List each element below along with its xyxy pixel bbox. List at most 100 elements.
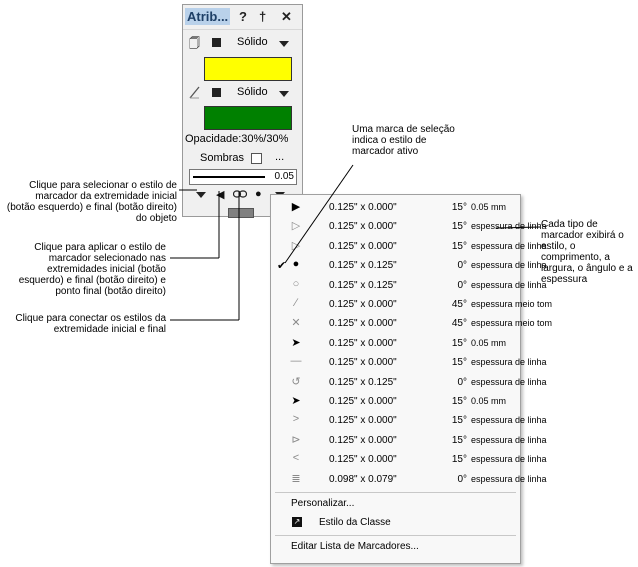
shadows-more-button[interactable]: ... [275, 151, 285, 163]
line-thickness-value: 0.05 [274, 171, 294, 182]
marker-angle: 15° [451, 434, 467, 446]
marker-symbol-icon: ○ [292, 277, 300, 290]
marker-symbol-icon: ↺ [291, 375, 301, 388]
marker-angle: 45° [451, 318, 467, 330]
palette-title: Atrib... [185, 8, 231, 25]
marker-size: 0.125" x 0.000" [329, 396, 397, 407]
menu-separator [275, 492, 516, 493]
selected-check-icon: ✔ [277, 260, 287, 273]
marker-angle: 0° [457, 473, 467, 485]
palette-title-bar: Atrib... ? † ✕ [183, 5, 302, 30]
marker-thickness: espessura de linha [471, 240, 547, 251]
annotation-apply-style: Clique para aplicar o estilo de marcador… [18, 242, 166, 297]
marker-menu-item[interactable]: ▶ 0.125" x 0.000" 15° 0.05 mm [271, 199, 520, 218]
fill-row: 🗍 Sólido [183, 35, 302, 51]
marker-menu-item[interactable]: ▷ 0.125" x 0.000" 15° espessura de linha [271, 218, 547, 237]
fill-style-select[interactable]: Sólido [237, 36, 268, 48]
marker-thickness: espessura de linha [471, 473, 547, 484]
shadows-checkbox[interactable] [251, 153, 262, 164]
marker-size: 0.125" x 0.000" [329, 337, 397, 349]
marker-thickness: 0.05 mm [471, 396, 507, 406]
marker-symbol-icon: ▷ [291, 220, 301, 233]
marker-angle: 15° [451, 415, 467, 427]
class-style-label: Estilo da Classe [319, 517, 391, 528]
marker-dropdown-menu: ▶ 0.125" x 0.000" 15° 0.05 mm ▷ 0.125" x 0.00… [270, 194, 552, 564]
marker-menu-item[interactable]: ⊳0.125" x 0.000"15°espessura de linha [271, 432, 546, 451]
marker-size: 0.125" x 0.125" [329, 279, 397, 291]
pen-style-chevron-down-icon[interactable] [279, 91, 289, 97]
line-preview [193, 176, 265, 178]
marker-menu-item[interactable]: ➤0.125" x 0.000"15°0.05 mm [271, 335, 520, 354]
marker-symbol-icon: ➤ [291, 336, 301, 349]
annotation-select-style: Clique para selecionar o estilo de marca… [6, 180, 177, 224]
class-style-menu-item[interactable]: ↗ Estilo da Classe [271, 514, 520, 533]
leader-each-type [495, 226, 541, 229]
start-marker-chevron-down-icon[interactable] [196, 192, 206, 198]
marker-angle: 15° [451, 357, 467, 369]
marker-size: 0.125" x 0.000" [329, 202, 397, 213]
pencil-icon [189, 86, 200, 99]
marker-menu-item[interactable]: ✕ 0.125" x 0.000" 45° espessura meio tom [271, 315, 552, 334]
marker-menu-item[interactable]: ∕0.125" x 0.000"45°espessura meio tom [271, 296, 552, 315]
marker-size: 0.125" x 0.000" [329, 240, 397, 252]
marker-angle: 15° [451, 454, 467, 466]
marker-angle: 15° [451, 202, 467, 213]
pen-style-select[interactable]: Sólido [237, 86, 268, 98]
fill-color-square[interactable] [212, 38, 221, 47]
marker-symbol-icon: ▶ [291, 201, 301, 213]
class-style-icon: ↗ [292, 517, 302, 527]
close-button[interactable]: ✕ [281, 9, 292, 24]
marker-size: 0.098" x 0.079" [329, 473, 397, 485]
marker-menu-item[interactable]: >0.125" x 0.000"15°espessura de linha [271, 412, 547, 431]
marker-menu-item[interactable]: ○0.125" x 0.125"0°espessura de linha [271, 277, 547, 296]
marker-thickness: espessura de linha [471, 357, 547, 368]
marker-thickness: espessura meio tom [471, 318, 553, 329]
opacity-label[interactable]: Opacidade:30%/30% [185, 133, 289, 145]
edit-marker-list-label: Editar Lista de Marcadores... [291, 541, 419, 552]
pen-color-square[interactable] [212, 88, 221, 97]
customize-menu-item[interactable]: Personalizar... [271, 495, 520, 514]
annotation-selection-mark: Uma marca de seleção indica o estilo de … [352, 124, 455, 157]
marker-menu-item[interactable]: ≣0.098" x 0.079"0°espessura de linha [271, 471, 546, 490]
marker-symbol-icon: > [292, 413, 300, 426]
menu-separator [275, 535, 516, 536]
marker-symbol-icon: — [290, 355, 302, 368]
attributes-palette: Atrib... ? † ✕ 🗍 Sólido Sólido Opacidade… [182, 4, 303, 218]
marker-size: 0.125" x 0.000" [329, 221, 397, 233]
marker-angle: 45° [451, 299, 467, 310]
marker-angle: 15° [451, 240, 467, 252]
pen-row: Sólido [183, 85, 302, 101]
marker-menu-item[interactable]: ✔●0.125" x 0.125"0°espessura de linha [271, 257, 547, 276]
palette-collapse-button[interactable] [228, 208, 254, 218]
start-marker-icon[interactable]: ◀ [216, 189, 225, 201]
marker-size: 0.125" x 0.000" [329, 318, 397, 330]
marker-menu-item[interactable]: ▷0.125" x 0.000"15°espessura de linha [271, 238, 547, 257]
marker-symbol-icon: ⊳ [291, 433, 301, 446]
marker-menu-item[interactable]: ↺0.125" x 0.125"0°espessura de linha [271, 374, 546, 393]
help-button[interactable]: ? [239, 9, 247, 24]
end-marker-icon[interactable]: ● [255, 188, 262, 200]
marker-menu-item[interactable]: <0.125" x 0.000"15°espessura de linha [271, 451, 547, 470]
annotation-connect-styles: Clique para conectar os estilos da extre… [15, 313, 166, 335]
marker-angle: 0° [457, 279, 467, 291]
marker-thickness: espessura de linha [471, 221, 547, 232]
marker-symbol-icon: ∕ [295, 297, 297, 309]
marker-thickness: 0.05 mm [471, 337, 507, 348]
marker-symbol-icon: < [292, 452, 300, 465]
marker-size: 0.125" x 0.000" [329, 299, 397, 310]
marker-angle: 15° [451, 396, 467, 407]
line-thickness-field[interactable]: 0.05 [189, 169, 297, 185]
marker-size: 0.125" x 0.000" [329, 357, 397, 369]
fill-style-chevron-down-icon[interactable] [279, 41, 289, 47]
marker-symbol-icon: ➤ [291, 395, 301, 407]
pen-color-swatch[interactable] [204, 106, 292, 130]
marker-angle: 15° [451, 221, 467, 233]
marker-thickness: 0.05 mm [471, 202, 507, 212]
marker-menu-item[interactable]: — 0.125" x 0.000" 15° espessura de linha [271, 354, 547, 373]
fill-color-swatch[interactable] [204, 57, 292, 81]
marker-menu-item[interactable]: ➤ 0.125" x 0.000" 15° 0.05 mm [271, 393, 520, 412]
pin-icon[interactable]: † [259, 9, 267, 24]
edit-marker-list-menu-item[interactable]: Editar Lista de Marcadores... [271, 538, 520, 557]
marker-size: 0.125" x 0.000" [329, 415, 397, 427]
marker-symbol-icon: ✕ [291, 317, 301, 330]
